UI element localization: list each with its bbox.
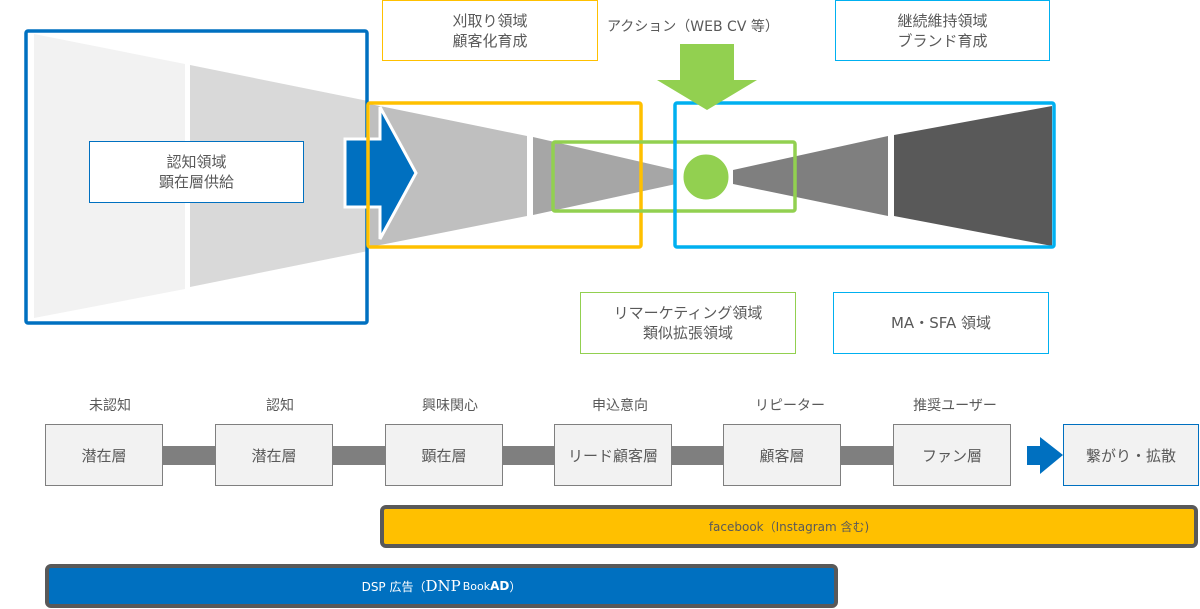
stage-box: 潜在層 xyxy=(215,424,333,486)
stage-connector xyxy=(502,446,555,465)
final-stage-box: 繋がり・拡散 xyxy=(1063,424,1199,486)
retention-region-frame xyxy=(673,101,1056,249)
stage-connector xyxy=(672,446,725,465)
stage-header: 未認知 xyxy=(89,398,131,414)
remarketing-region-label: リマーケティング領域 類似拡張領域 xyxy=(580,292,796,354)
stage-header: リピーター xyxy=(755,398,825,414)
stage-box: 顧客層 xyxy=(723,424,841,486)
dsp-brand-dnp: DNP xyxy=(425,577,461,595)
stage-header: 推奨ユーザー xyxy=(913,398,997,414)
conversion-point-circle xyxy=(680,151,732,203)
dsp-channel-bar: DSP 広告（ DNP Book AD ） xyxy=(45,564,838,608)
stage-header: 認知 xyxy=(266,398,294,414)
dsp-brand-book: Book xyxy=(462,579,491,593)
arrow-right-icon xyxy=(343,106,418,240)
funnel-segment-fan xyxy=(894,106,1052,246)
dsp-label-prefix: DSP 広告（ xyxy=(361,579,426,594)
harvest-region-frame xyxy=(366,101,643,249)
stage-box: 顕在層 xyxy=(385,424,503,486)
stage-connector xyxy=(841,446,894,465)
ma-sfa-region-label: MA・SFA 領域 xyxy=(833,292,1049,354)
funnel-segment-repeater xyxy=(733,136,888,216)
action-arrow-down-icon xyxy=(657,44,757,110)
stage-box: リード顧客層 xyxy=(554,424,672,486)
retention-region-label: 継続維持領域 ブランド育成 xyxy=(835,0,1050,61)
funnel-segment-interest xyxy=(370,104,527,247)
dsp-brand-ad: AD xyxy=(490,579,510,593)
harvest-region-label: 刈取り領域 顧客化育成 xyxy=(382,0,598,61)
stage-header: 興味関心 xyxy=(422,398,478,414)
stage-header: 申込意向 xyxy=(592,398,648,414)
funnel-segment-intent xyxy=(533,137,676,215)
facebook-channel-bar: facebook（Instagram 含む) xyxy=(380,505,1198,548)
stage-box: 潜在層 xyxy=(45,424,163,486)
pipeline-arrow-right-icon xyxy=(1027,437,1063,474)
dsp-label-suffix: ） xyxy=(509,579,522,594)
stage-connector xyxy=(333,446,386,465)
action-label: アクション（WEB CV 等） xyxy=(607,19,779,35)
stage-connector xyxy=(163,446,216,465)
stage-box: ファン層 xyxy=(893,424,1011,486)
awareness-region-label: 認知領域 顕在層供給 xyxy=(89,141,304,203)
